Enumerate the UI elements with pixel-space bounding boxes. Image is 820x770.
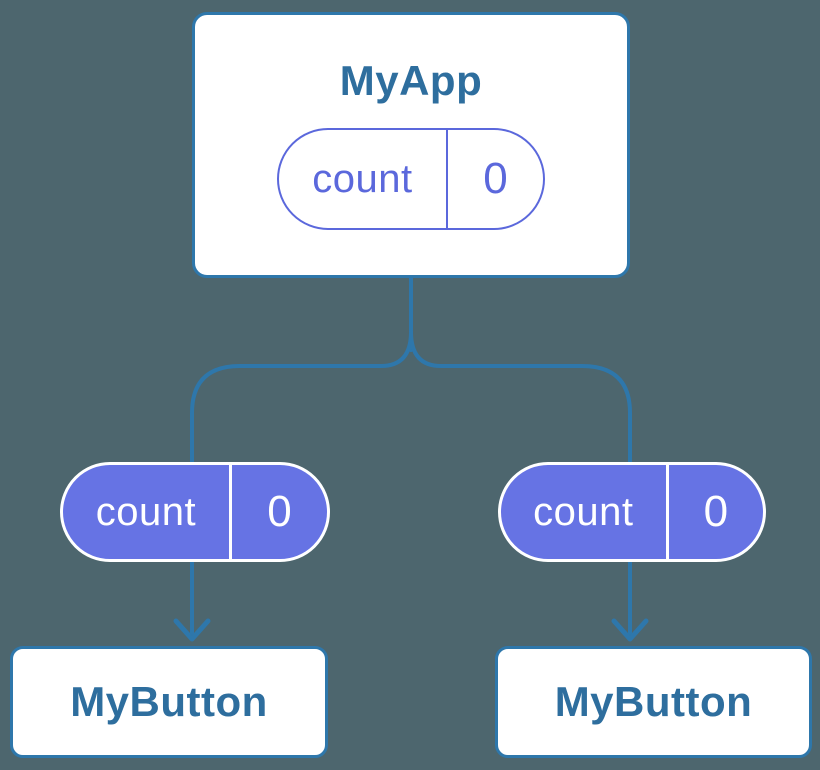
- state-label: count: [63, 465, 232, 559]
- mybutton-left-node: MyButton: [10, 646, 328, 758]
- mybutton-right-node: MyButton: [495, 646, 812, 758]
- mybutton-left-title: MyButton: [70, 678, 268, 725]
- left-branch-line: [190, 330, 413, 635]
- mybutton-right-title: MyButton: [554, 678, 753, 725]
- state-label: count: [501, 465, 669, 559]
- state-value: 0: [267, 487, 292, 536]
- right-prop-pill: count 0: [498, 462, 766, 562]
- right-branch-line: [409, 330, 632, 635]
- state-value: 0: [703, 487, 729, 536]
- state-value: 0: [483, 154, 508, 203]
- left-prop-pill: count 0: [60, 462, 330, 562]
- state-label: count: [279, 130, 448, 228]
- right-arrowhead-icon: [611, 618, 649, 642]
- left-arrowhead-icon: [173, 618, 211, 642]
- myapp-node: MyApp count 0: [192, 12, 630, 278]
- myapp-state-pill: count 0: [277, 128, 545, 230]
- myapp-title: MyApp: [339, 57, 483, 104]
